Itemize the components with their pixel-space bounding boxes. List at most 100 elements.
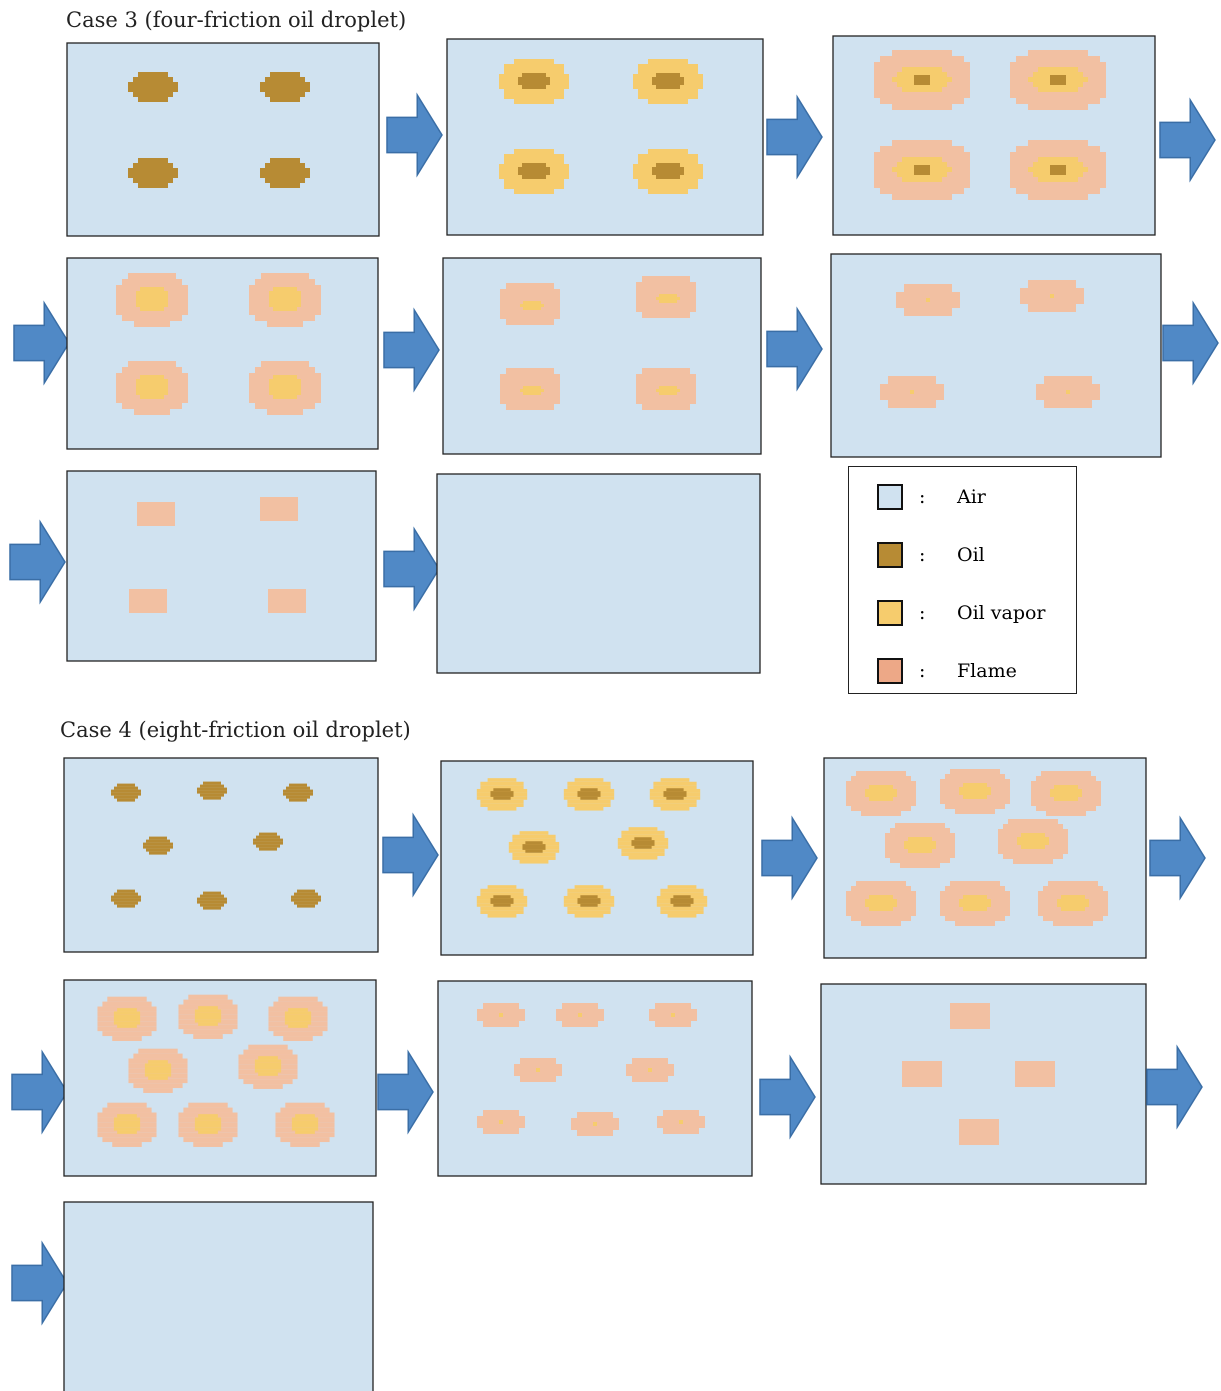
flame (1036, 776, 1096, 781)
flame (649, 1015, 697, 1021)
flame (102, 1001, 152, 1007)
oil-vapor (1033, 72, 1083, 77)
oil-core (490, 901, 514, 904)
oil-droplet (128, 168, 178, 173)
oil-vapor (194, 1009, 222, 1013)
oil-vapor (117, 1008, 137, 1012)
oil-droplet (197, 790, 227, 794)
oil-droplet (270, 72, 300, 77)
right-arrow-icon (383, 307, 440, 393)
flame (636, 374, 696, 380)
flame (880, 98, 964, 104)
right-arrow-icon (761, 815, 818, 901)
oil-droplet (197, 787, 227, 791)
oil-vapor (897, 162, 947, 167)
oil-droplet (294, 901, 318, 905)
oil-vapor (504, 159, 564, 164)
legend-item-air: : Air (877, 482, 986, 512)
oil-droplet (265, 163, 305, 168)
oil-droplet (286, 795, 310, 799)
flame (895, 823, 945, 828)
flame (1038, 911, 1108, 916)
oil-core (656, 73, 680, 77)
flame (183, 1107, 233, 1113)
oil-vapor (113, 1021, 141, 1025)
flame (896, 292, 960, 300)
flame (255, 279, 315, 285)
flame (1016, 56, 1100, 62)
oil-vapor (567, 781, 611, 786)
flame (273, 1031, 323, 1037)
flame (253, 1084, 283, 1089)
oil-droplet (128, 173, 178, 178)
oil-vapor (480, 888, 524, 893)
oil-vapor (504, 69, 564, 74)
oil-droplet (200, 894, 224, 898)
case3-title: Case 3 (four-friction oil droplet) (66, 8, 407, 32)
flame-remnant (268, 589, 306, 613)
oil-vapor (902, 157, 942, 162)
oil-vapor (269, 291, 301, 295)
case4-frame-7 (63, 1201, 374, 1391)
oil-vapor (113, 1117, 141, 1121)
flame (500, 380, 560, 386)
flame (1010, 92, 1106, 98)
oil-vapor (487, 913, 517, 918)
flame (477, 1015, 525, 1021)
oil-vapor (653, 781, 697, 786)
oil-vapor (869, 797, 893, 801)
oil-core (656, 85, 680, 89)
air-background (446, 38, 764, 236)
oil-core (580, 895, 598, 899)
flame (116, 397, 188, 403)
flame (856, 881, 906, 886)
oil-droplet (117, 889, 135, 893)
oil-vapor (295, 1114, 315, 1118)
oil-vapor (136, 295, 168, 299)
right-arrow-icon (386, 92, 443, 178)
oil-droplet (259, 832, 277, 836)
oil-vapor (284, 1014, 312, 1018)
oil-vapor (660, 892, 704, 896)
flame (122, 315, 182, 321)
flame (128, 1078, 188, 1084)
flame (188, 994, 228, 1000)
oil-vapor (648, 99, 688, 104)
oil-vapor (480, 892, 524, 896)
legend-item-oil: : Oil (877, 540, 985, 570)
flame (892, 104, 952, 110)
right-arrow-icon (377, 1049, 434, 1135)
oil-vapor (504, 89, 564, 94)
oil-core (670, 901, 694, 904)
oil-droplet (133, 77, 173, 82)
oil-vapor (258, 1072, 278, 1076)
oil-droplet (253, 841, 283, 845)
legend-label-oil-vapor: Oil vapor (957, 602, 1046, 624)
flame (1043, 916, 1103, 921)
flame (626, 1064, 674, 1070)
flame (940, 891, 1010, 896)
oil-core (493, 796, 511, 800)
oil-vapor (638, 154, 698, 159)
case3-frame-3 (832, 35, 1156, 236)
oil-vapor (660, 906, 704, 911)
oil-droplet (146, 848, 170, 852)
flame (107, 996, 147, 1002)
oil-vapor (621, 834, 665, 838)
oil-vapor (660, 888, 704, 893)
oil-droplet (256, 844, 280, 848)
flame (642, 404, 690, 410)
oil-core (914, 75, 930, 85)
flame (133, 1083, 183, 1089)
flame (642, 276, 690, 282)
oil-vapor (865, 789, 897, 793)
oil-core (914, 165, 930, 175)
flame-remnant (129, 589, 167, 613)
oil-core (580, 796, 598, 800)
oil-vapor (499, 1013, 503, 1017)
right-arrow-icon (11, 1049, 68, 1135)
oil-vapor (574, 885, 604, 889)
oil-vapor (512, 852, 556, 857)
oil-core (663, 794, 687, 797)
oil-core (518, 171, 550, 175)
